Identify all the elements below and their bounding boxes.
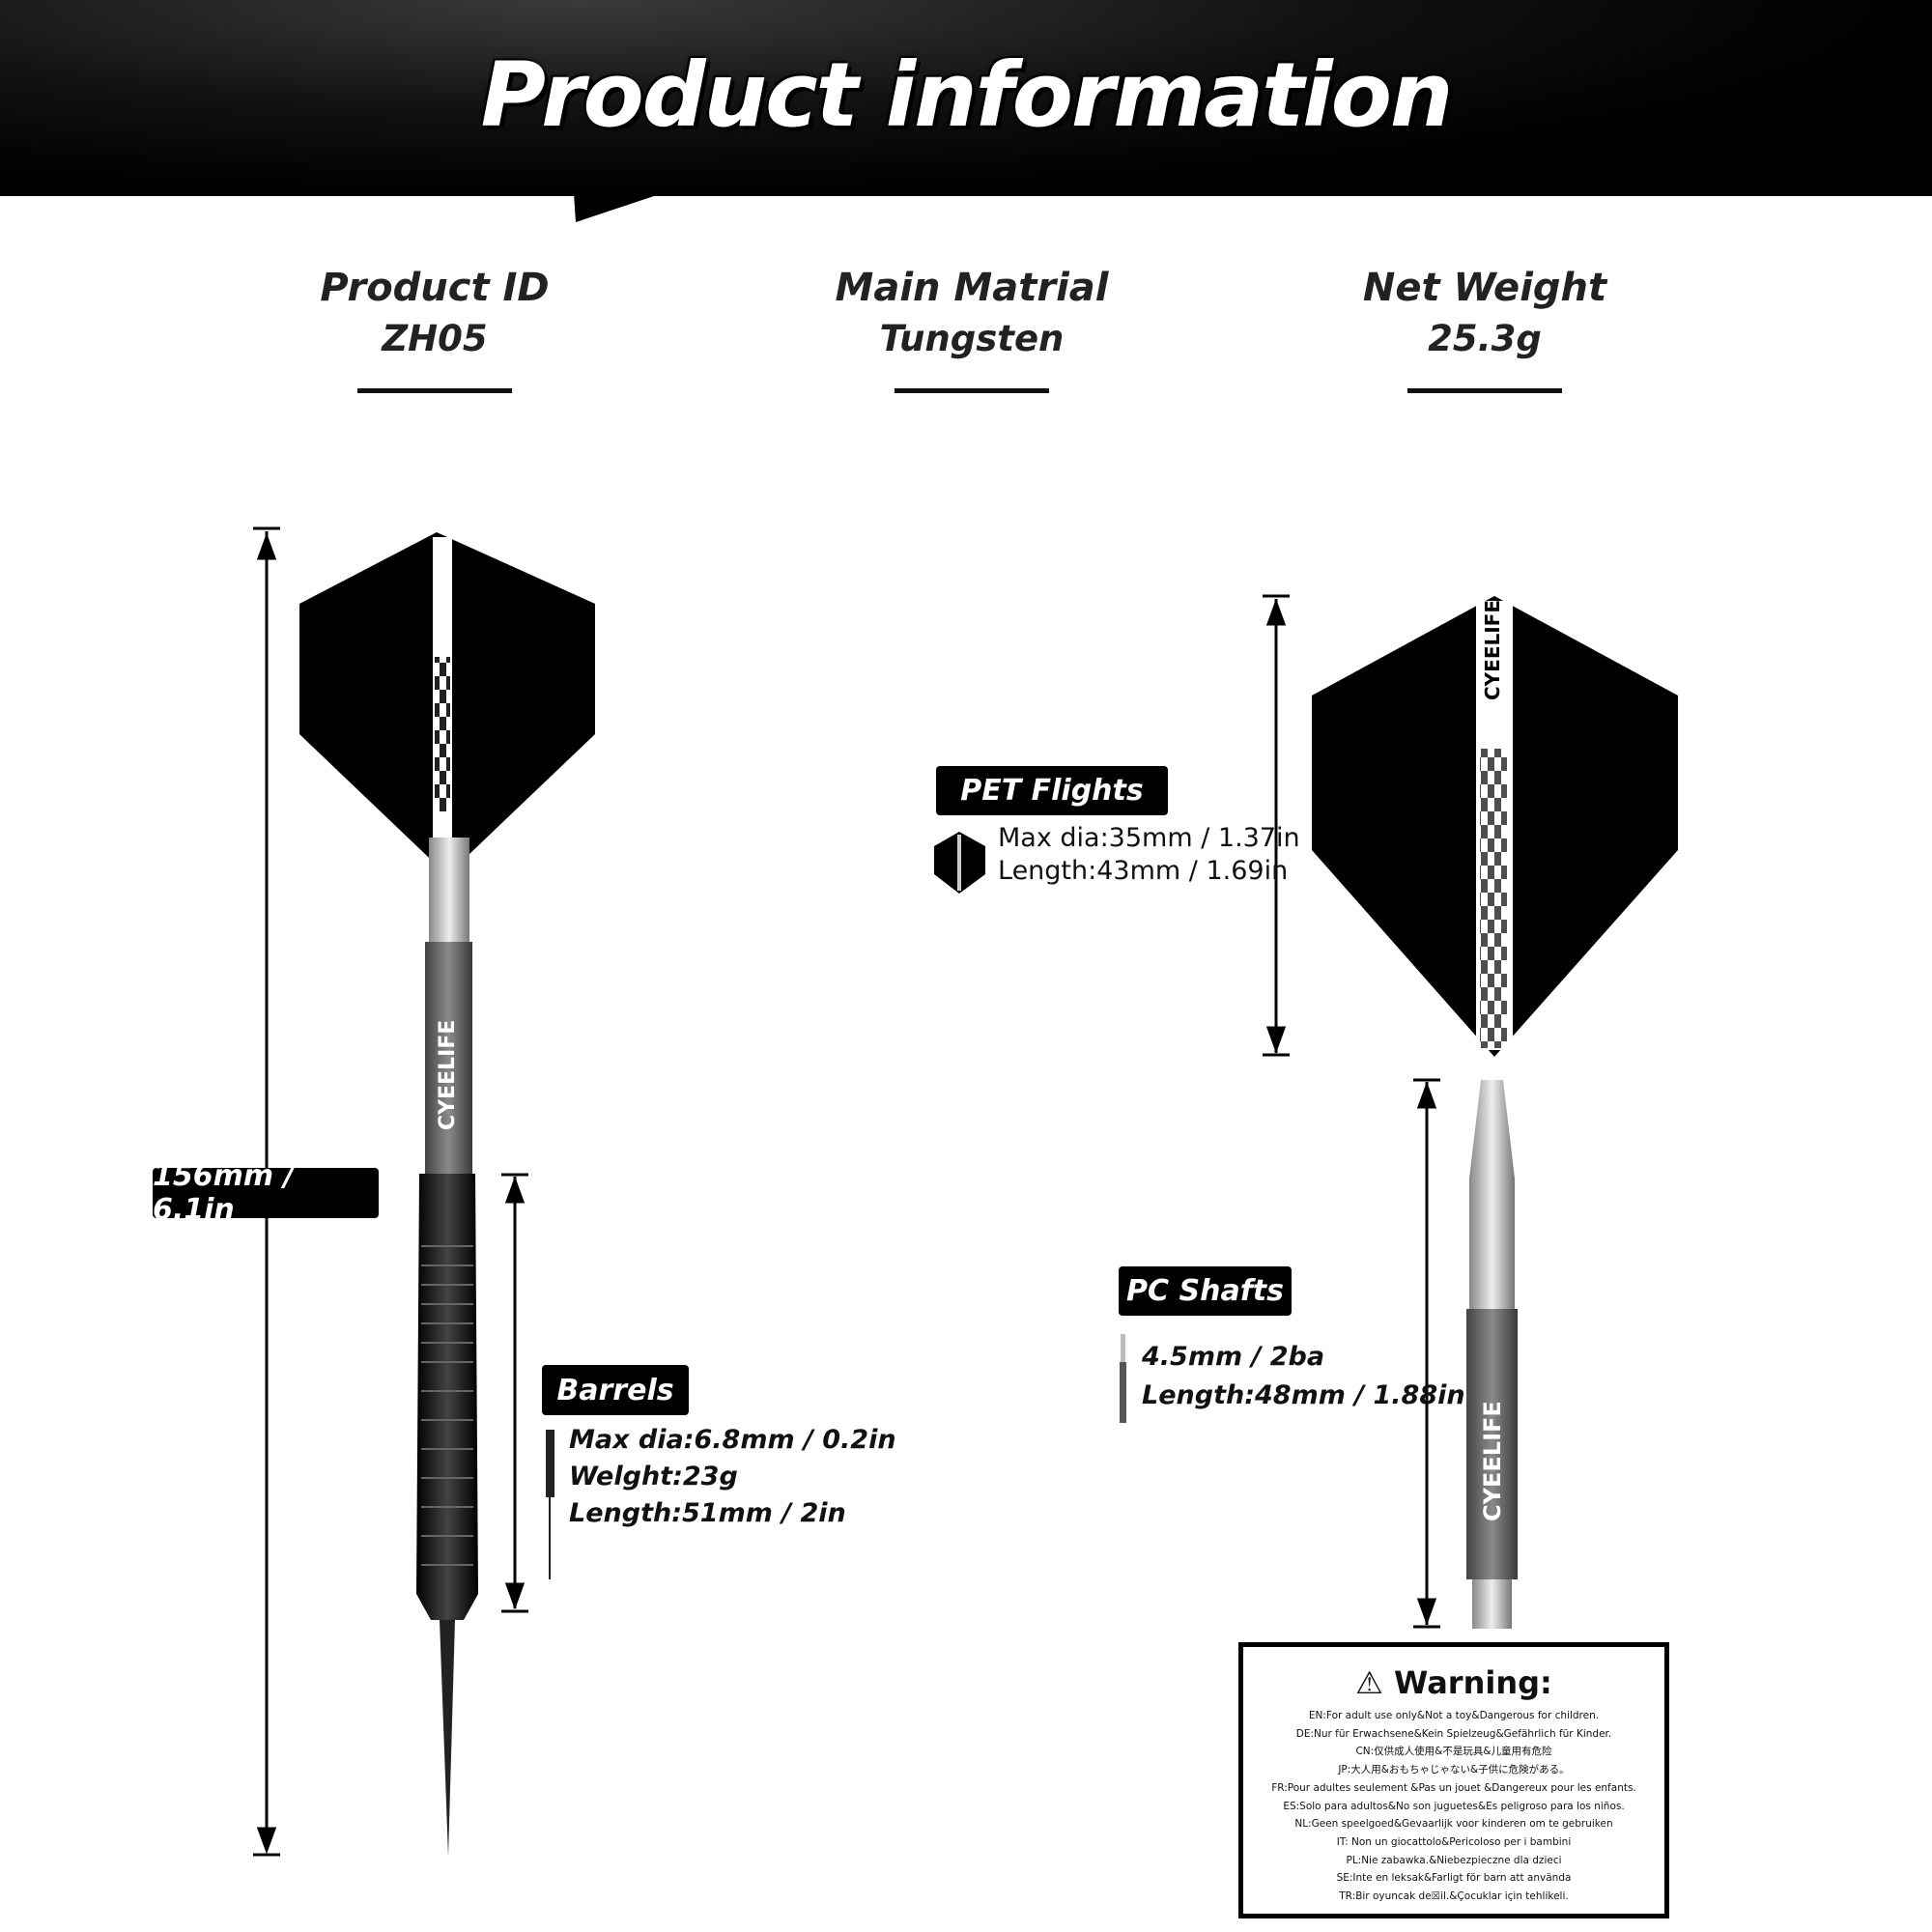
barrel-spec-line: Welght:23g [569,1462,738,1492]
spec-value: ZH05 [382,318,488,359]
warning-line: EN:For adult use only&Not a toy&Dangerou… [1308,1710,1600,1721]
brand-logo: CYEELIFE [1479,1401,1506,1521]
warning-box: ⚠ Warning: EN:For adult use only&Not a t… [1238,1642,1669,1918]
barrel-mini-icon [546,1430,554,1579]
flight-spec-line: Length:43mm / 1.69in [998,856,1289,886]
warning-line: SE:Inte en leksak&Farligt för barn att a… [1336,1872,1572,1885]
spec-value: Tungsten [879,318,1065,359]
warning-line: JP:大人用&おもちゃじゃない&子供に危険がある。 [1338,1764,1570,1776]
divider [357,388,512,393]
spec-main-material: Main Matrial Tungsten [779,266,1165,393]
warning-triangle-icon: ⚠ [1355,1664,1383,1701]
divider [895,388,1049,393]
barrels-specs: Max dia:6.8mm / 0.2in Welght:23g Length:… [569,1422,896,1532]
shaft-spec-line: 4.5mm / 2ba [1142,1342,1325,1372]
warning-line: ES:Solo para adultos&No son juguetes&Es … [1283,1800,1625,1812]
left-flight [299,532,595,875]
warning-line: DE:Nur für Erwachsene&Kein Spielzeug&Gef… [1295,1727,1612,1740]
banner-pointer [574,193,663,222]
right-shaft [1466,1309,1518,1579]
shaft-mini-icon [1120,1334,1126,1423]
right-shaft-thread [1472,1579,1512,1629]
brand-logo: CYEELIFE [1481,600,1504,700]
barrels-label: Barrels [542,1365,689,1415]
flights-label: PET Flights [936,766,1168,815]
page-title: Product information [480,43,1454,147]
warning-heading: ⚠ Warning: [1243,1664,1664,1701]
warning-line: FR:Pour adultes seulement &Pas un jouet … [1271,1781,1636,1794]
shafts-specs: 4.5mm / 2ba Length:48mm / 1.88in [1142,1338,1465,1415]
warning-line: CN:仅供成人使用&不是玩具&儿童用有危险 [1355,1746,1552,1758]
spec-label: Product ID [320,266,550,310]
warning-line: IT: Non un giocattolo&Pericoloso per i b… [1336,1835,1572,1848]
warning-title: Warning: [1394,1664,1552,1701]
barrel-spec-line: Length:51mm / 2in [569,1498,846,1528]
spec-label: Main Matrial [835,266,1109,310]
flights-specs: Max dia:35mm / 1.37in Length:43mm / 1.69… [998,822,1300,888]
warning-line: TR:Bir oyuncak de☒il.&Çocuklar için tehl… [1339,1890,1569,1903]
divider [1407,388,1562,393]
shafts-label: PC Shafts [1119,1266,1292,1316]
left-barrel [416,1174,478,1620]
warning-line: PL:Nie zabawka.&Niebezpieczne dla dzieci [1346,1854,1562,1866]
spec-label: Net Weight [1362,266,1607,310]
brand-logo: CYEELIFE [436,1020,460,1130]
barrel-spec-line: Max dia:6.8mm / 0.2in [569,1425,896,1455]
barrel-grooves [421,1245,473,1566]
flight-spec-line: Max dia:35mm / 1.37in [998,823,1300,853]
total-length-label: 156mm / 6.1in [153,1159,379,1227]
flight-mini-icon [934,832,985,894]
spec-net-weight: Net Weight 25.3g [1292,266,1678,393]
header-banner [0,0,1932,196]
left-shaft [425,942,472,1177]
shaft-spec-line: Length:48mm / 1.88in [1142,1380,1465,1410]
left-point [440,1620,455,1857]
right-flight: CYEELIFE [1312,596,1678,1057]
spec-value: 25.3g [1428,318,1542,359]
right-shaft-top [1469,1080,1515,1314]
warning-line: NL:Geen speelgoed&Gevaarlijk voor kinder… [1294,1818,1613,1831]
left-shaft-top [429,838,469,944]
spec-product-id: Product ID ZH05 [242,266,628,393]
dimension-lines [253,526,1440,1857]
